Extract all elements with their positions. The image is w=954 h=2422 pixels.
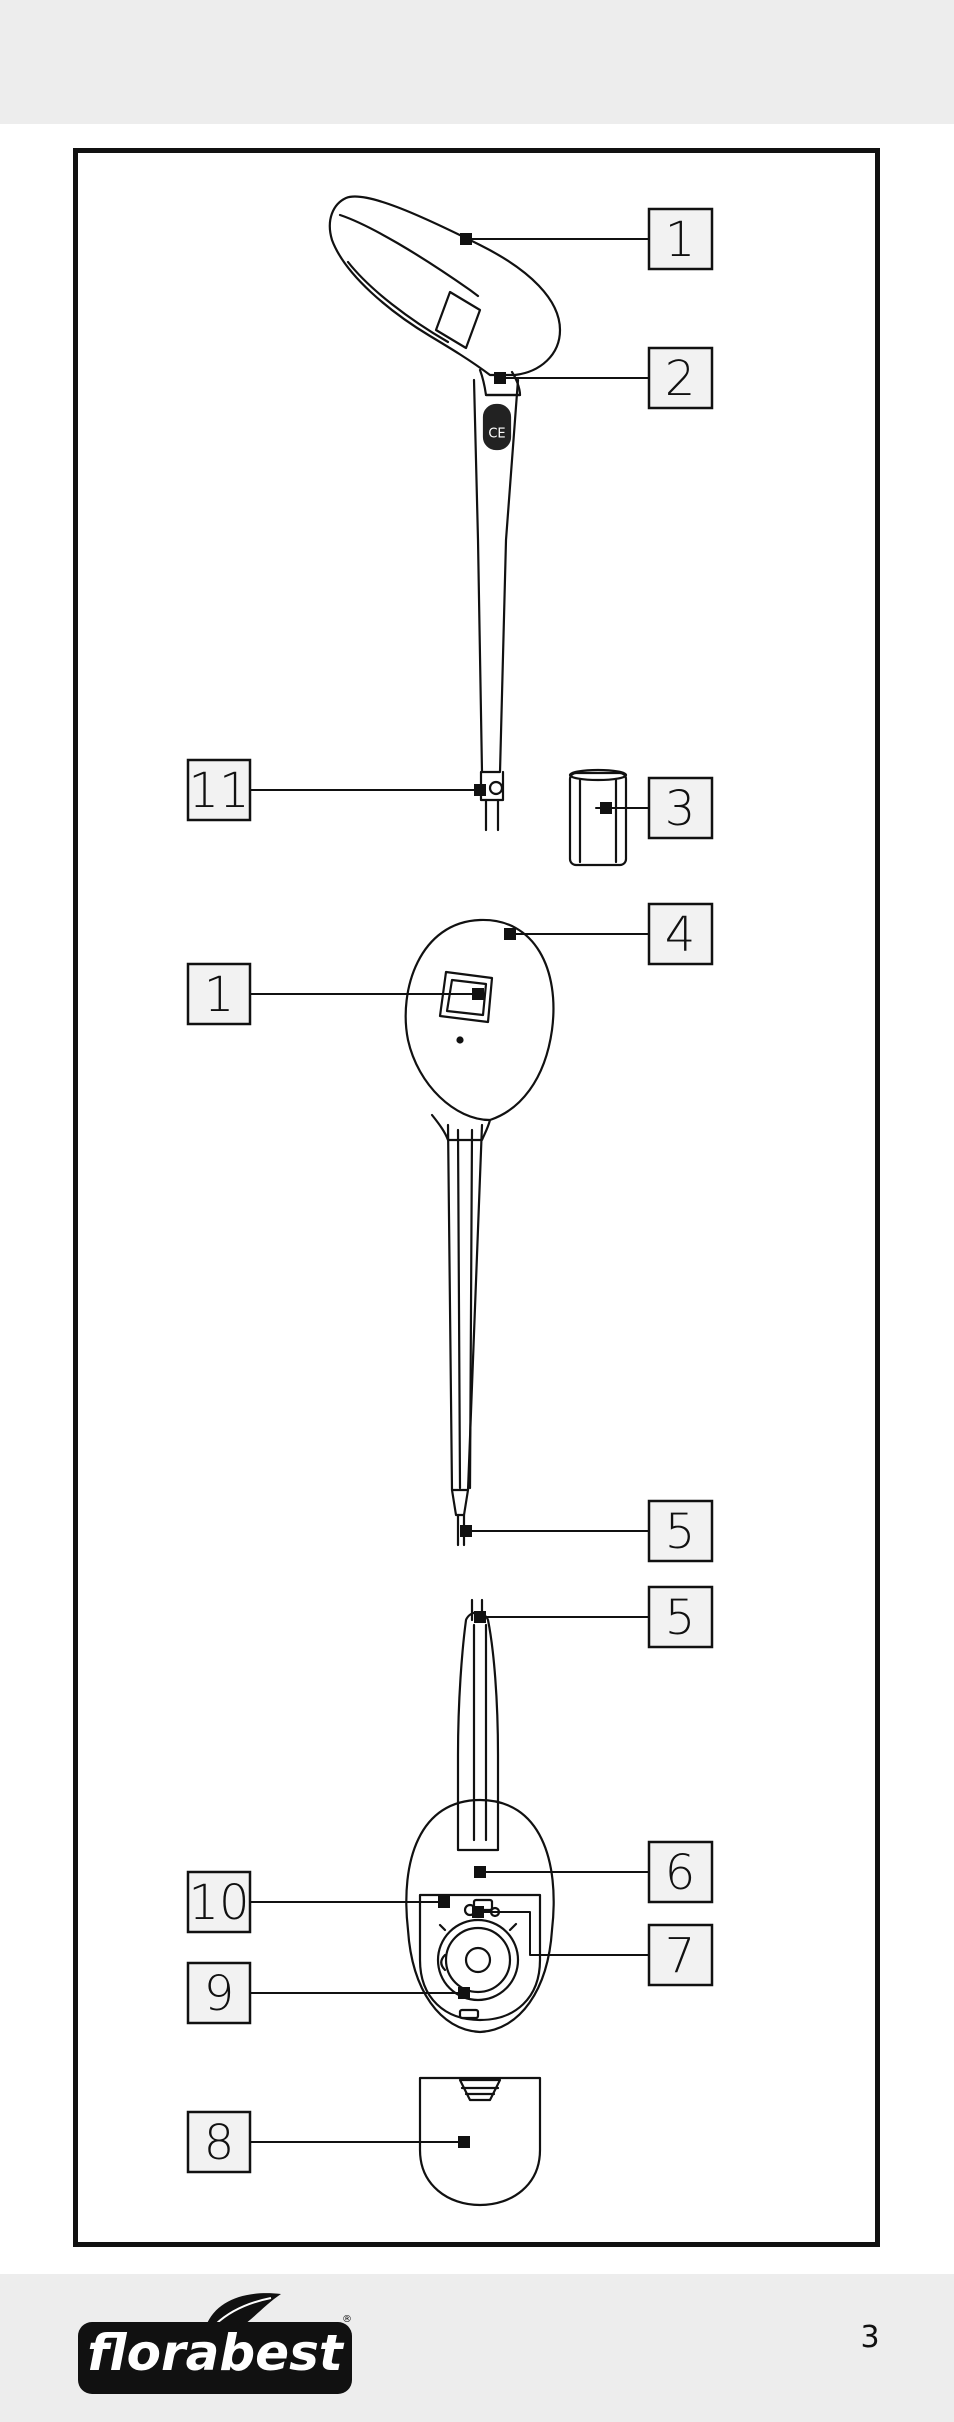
sleeve-part (570, 770, 626, 865)
leader-dots (438, 233, 612, 2148)
ce-mark-text: CE (488, 427, 505, 442)
svg-text:7: 7 (665, 1928, 696, 1984)
svg-text:3: 3 (665, 781, 696, 837)
label-9: 9 (188, 1963, 250, 2023)
svg-text:8: 8 (204, 2115, 235, 2171)
svg-text:1: 1 (204, 967, 235, 1023)
label-5-back: 5 (649, 1587, 712, 1647)
svg-text:11: 11 (188, 763, 249, 819)
label-2: 2 (649, 348, 712, 408)
label-7: 7 (649, 1925, 712, 1985)
svg-text:9: 9 (204, 1966, 235, 2022)
svg-text:2: 2 (665, 351, 696, 407)
sensor-back-view (406, 1600, 553, 2032)
sensor-side-view (330, 196, 560, 830)
label-1-top: 1 (649, 209, 712, 269)
svg-text:1: 1 (665, 212, 696, 268)
label-11: 11 (188, 760, 250, 820)
label-8: 8 (188, 2112, 250, 2172)
callout-labels: 1 2 11 3 4 1 5 5 (188, 209, 712, 2172)
label-5-front: 5 (649, 1501, 712, 1561)
label-6: 6 (649, 1842, 712, 1902)
registered-mark: ® (342, 2314, 352, 2325)
svg-text:5: 5 (665, 1590, 696, 1646)
label-3: 3 (649, 778, 712, 838)
label-10: 10 (188, 1872, 250, 1932)
logo-wordmark: florabest (87, 2324, 345, 2382)
svg-text:4: 4 (665, 907, 696, 963)
label-4: 4 (649, 904, 712, 964)
page-number: 3 (850, 2320, 890, 2355)
svg-text:5: 5 (665, 1504, 696, 1560)
florabest-logo: florabest ® (76, 2286, 356, 2396)
svg-text:10: 10 (188, 1875, 249, 1931)
label-1-front: 1 (188, 964, 250, 1024)
leaf-icon (206, 2293, 281, 2326)
svg-text:6: 6 (665, 1845, 696, 1901)
sensor-front-view (406, 920, 554, 1545)
